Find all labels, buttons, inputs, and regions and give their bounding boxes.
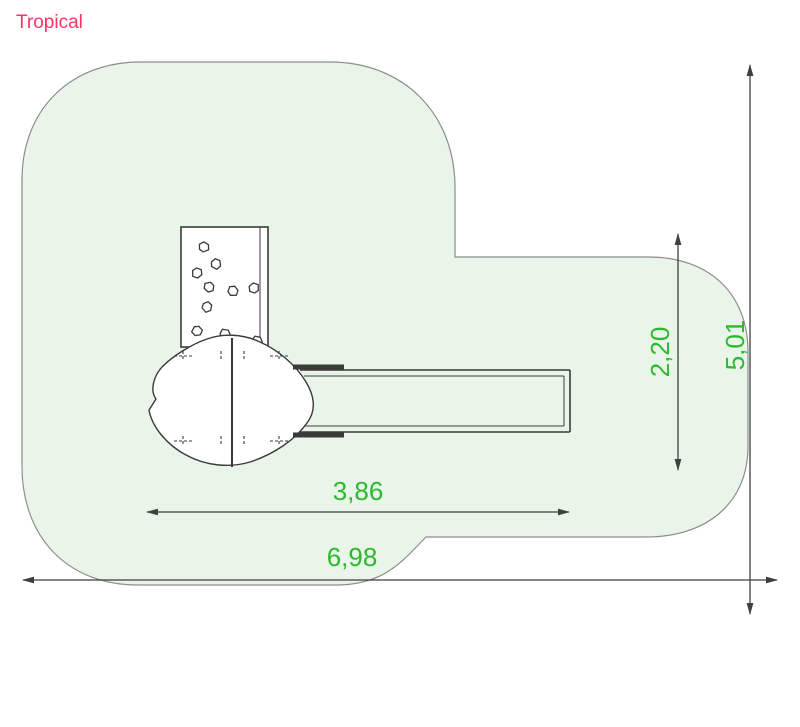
climbing-hold xyxy=(248,282,259,294)
dimension-outer-width: 6,98 xyxy=(22,542,778,584)
climbing-wall xyxy=(180,226,269,348)
dimension-label-inner-height: 2,20 xyxy=(645,327,675,378)
climbing-hold xyxy=(227,285,239,296)
climbing-hold xyxy=(198,241,210,253)
dimension-label-inner-width: 3,86 xyxy=(333,476,384,506)
climbing-hold xyxy=(203,281,215,293)
dimension-label-outer-height: 5,01 xyxy=(720,320,750,371)
safety-zone xyxy=(21,61,749,586)
platform xyxy=(148,334,314,467)
dimension-inner-height: 2,20 xyxy=(645,233,682,471)
climbing-hold xyxy=(210,257,222,271)
climbing-holds xyxy=(190,241,264,347)
dimension-inner-width: 3,86 xyxy=(146,476,570,516)
climbing-hold xyxy=(201,300,213,314)
climbing-hold xyxy=(192,267,203,279)
climbing-hold xyxy=(190,325,204,337)
fastener-marks xyxy=(174,351,288,446)
dimension-outer-height: 5,01 xyxy=(720,64,754,615)
slide xyxy=(293,364,571,438)
page-title: Tropical xyxy=(16,12,83,33)
dimension-label-outer-width: 6,98 xyxy=(327,542,378,572)
